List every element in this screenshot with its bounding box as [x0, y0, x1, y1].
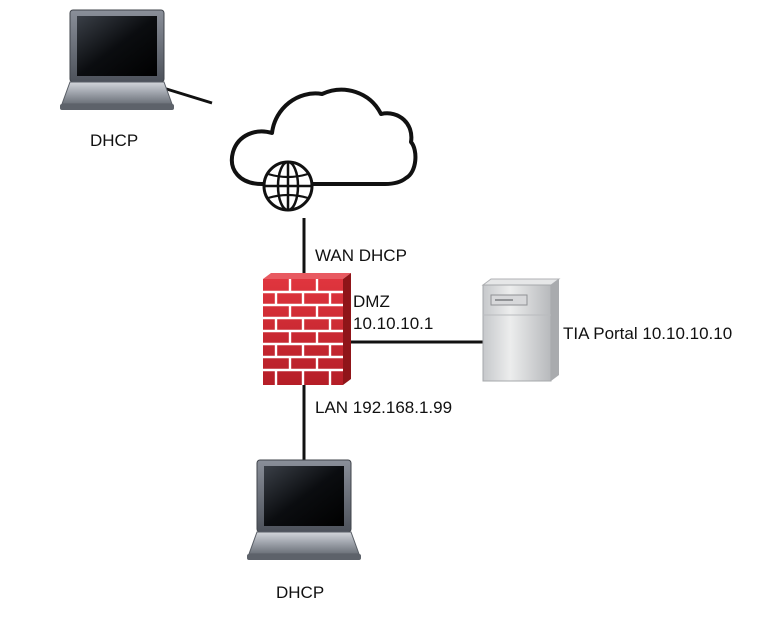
top-laptop-label: DHCP [90, 131, 139, 150]
server-label: TIA Portal 10.10.10.10 [563, 324, 733, 343]
laptop-icon [60, 9, 174, 110]
firewall-icon [263, 273, 351, 385]
laptop-icon [247, 459, 361, 560]
lan-link-label: LAN 192.168.1.99 [315, 398, 453, 417]
cloud-icon [229, 87, 418, 186]
server-icon [481, 278, 561, 382]
bottom-laptop-label: DHCP [276, 583, 325, 602]
dmz-ip-label: 10.10.10.1 [353, 314, 434, 333]
wan-link-label: WAN DHCP [315, 246, 407, 265]
globe-icon [262, 160, 314, 212]
dmz-label: DMZ [353, 292, 390, 311]
connection-lines [159, 85, 484, 462]
link-top-laptop-to-cloud [159, 85, 213, 105]
